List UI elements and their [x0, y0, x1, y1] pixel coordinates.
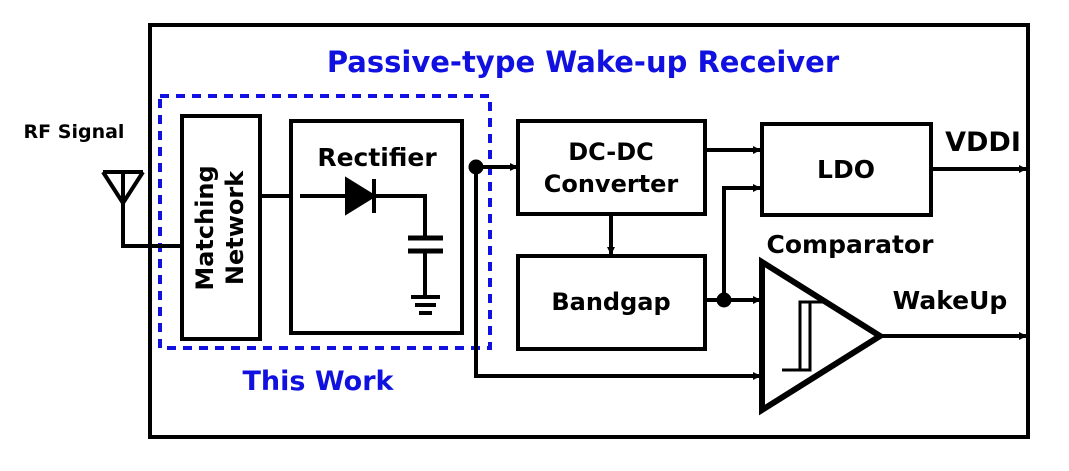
antenna-icon: [101, 170, 182, 248]
this-work-label: This Work: [242, 366, 394, 397]
diode-icon: [300, 176, 427, 236]
vddi-output-label: VDDI: [945, 127, 1021, 158]
rectifier-to-comparator-wire: [474, 167, 761, 380]
this-work-region: [158, 94, 492, 350]
ldo-block: [760, 122, 933, 217]
diagram-title: Passive-type Wake-up Receiver: [327, 45, 840, 79]
hysteresis-icon-2: [790, 300, 828, 372]
dcdc-label-line2: Converter: [544, 170, 679, 198]
bandgap-to-ldo-wire: [722, 184, 761, 300]
matching-network-block: [180, 114, 262, 341]
ground-icon: [411, 252, 440, 315]
comparator-symbol: [759, 256, 886, 416]
bandgap-block: [516, 254, 707, 351]
rectifier-label: Rectifier: [317, 143, 437, 172]
wakeup-output-label: WakeUp: [893, 286, 1008, 315]
dcdc-converter-block: [516, 119, 707, 216]
matching-network-label-line2: Network: [221, 170, 249, 285]
comparator-label: Comparator: [767, 230, 935, 259]
system-boundary: [148, 23, 1030, 439]
ldo-label: LDO: [817, 155, 875, 184]
capacitor-icon: [408, 235, 443, 254]
bandgap-label: Bandgap: [551, 288, 670, 316]
dcdc-label-line1: DC-DC: [568, 138, 654, 166]
rf-signal-label: RF Signal: [24, 121, 125, 143]
matching-network-label-line1: Matching: [191, 165, 219, 290]
